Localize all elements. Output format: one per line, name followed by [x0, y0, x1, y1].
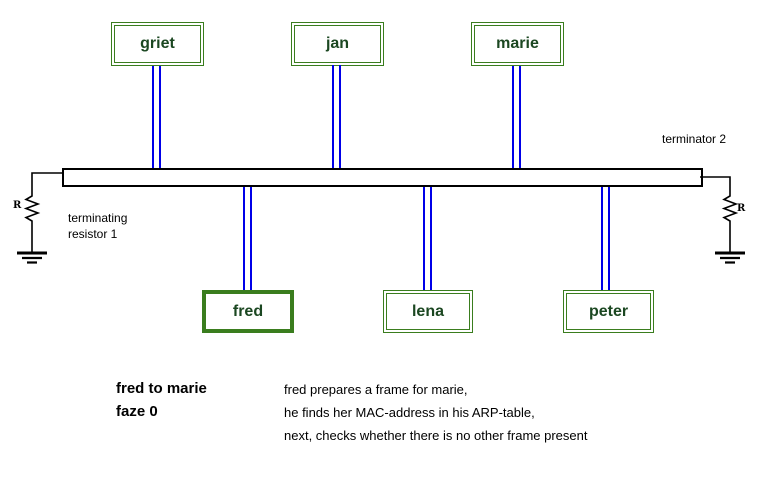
drop-line-fred [243, 187, 252, 290]
terminator-left-caption-line2: resistor 1 [68, 227, 118, 241]
description-line-1: fred prepares a frame for marie, [284, 382, 468, 397]
node-peter: peter [563, 290, 654, 333]
description-line-2: he finds her MAC-address in his ARP-tabl… [284, 405, 535, 420]
resistor-right-label: R [737, 203, 746, 214]
drop-line-griet [152, 66, 161, 168]
node-griet: griet [111, 22, 204, 66]
terminator-left-symbol [17, 172, 64, 264]
event-phase: faze 0 [116, 403, 158, 420]
terminator-left-caption: terminating resistor 1 [68, 210, 127, 242]
resistor-left-label: R [13, 200, 22, 211]
node-label-marie: marie [496, 35, 539, 52]
node-label-jan: jan [325, 35, 350, 52]
terminator-left-caption-line1: terminating [68, 211, 128, 225]
node-label-lena: lena [411, 302, 444, 320]
drop-line-jan [332, 65, 341, 168]
node-marie: marie [471, 22, 564, 66]
bus-segment [62, 168, 703, 187]
node-jan: jan [291, 22, 384, 66]
drop-line-peter [601, 187, 610, 290]
node-label-fred: fred [232, 302, 264, 320]
event-description-block: fred prepares a frame for marie, he find… [284, 378, 588, 447]
node-fred: fred [202, 290, 294, 333]
drop-line-lena [423, 187, 432, 290]
event-title-block: fred to marie faze 0 [116, 377, 207, 423]
event-title: fred to marie [116, 380, 207, 397]
drop-line-marie [512, 66, 521, 168]
node-label-peter: peter [588, 302, 629, 320]
node-label-griet: griet [140, 35, 175, 52]
terminator-right-symbol [700, 176, 745, 264]
node-lena: lena [383, 290, 473, 333]
description-line-3: next, checks whether there is no other f… [284, 428, 588, 443]
terminator-right-caption: terminator 2 [662, 132, 727, 146]
